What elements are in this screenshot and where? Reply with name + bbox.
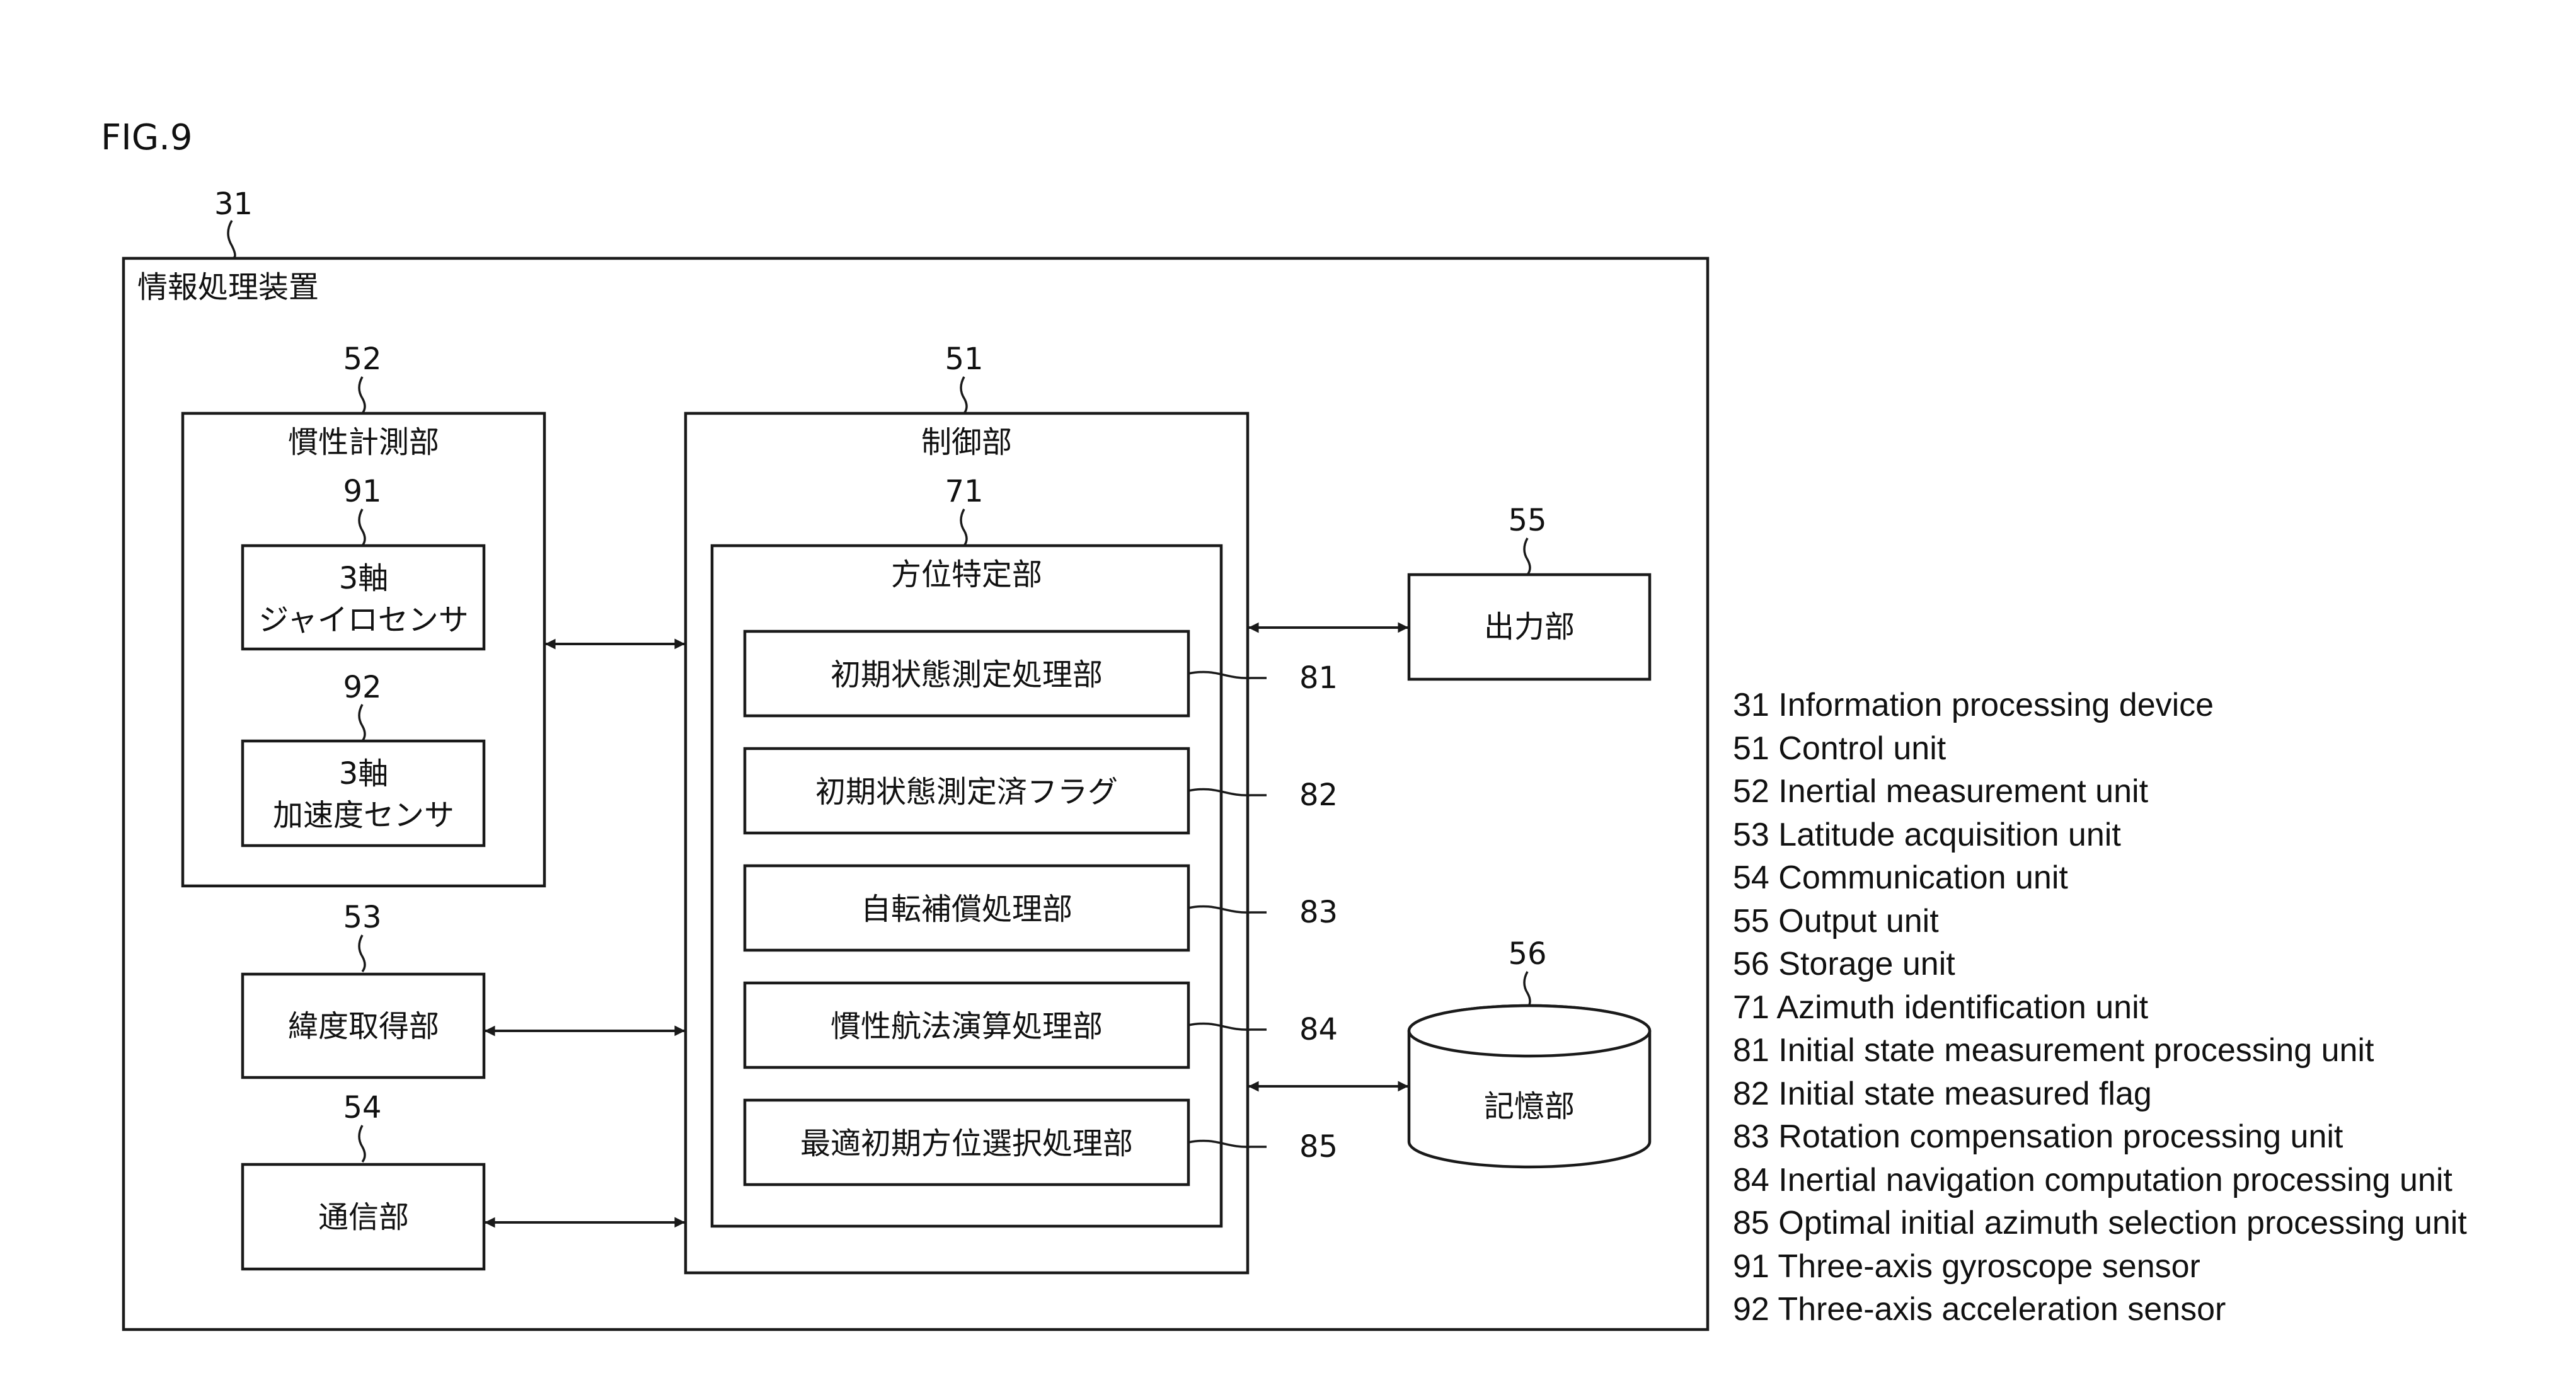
legend-item: 54 Communication unit: [1733, 859, 2068, 896]
latitude-unit-ref-leader: [358, 934, 366, 973]
azimuth-item-83: 自転補償処理部 83: [743, 864, 1338, 952]
azimuth-item-82: 初期状態測定済フラグ 82: [743, 747, 1338, 835]
device-title: 情報処理装置: [137, 270, 319, 305]
control-unit-ref: 51: [945, 342, 983, 377]
item-leader: [1188, 905, 1267, 914]
accel-line2: 加速度センサ: [273, 798, 454, 833]
item-box: [743, 747, 1190, 835]
gyro-line1: 3軸: [339, 561, 389, 596]
comm-unit-ref-leader: [358, 1125, 366, 1163]
inertial-unit-title: 慣性計測部: [288, 425, 439, 460]
legend-item: 51 Control unit: [1733, 730, 1946, 767]
legend-item: 92 Three-axis acceleration sensor: [1733, 1291, 2226, 1328]
storage-unit-ref: 56: [1508, 936, 1546, 972]
legend-item: 85 Optimal initial azimuth selection pro…: [1733, 1205, 2467, 1241]
gyro-ref: 91: [343, 474, 381, 509]
latitude-unit-ref: 53: [343, 900, 381, 935]
item-box: [743, 981, 1190, 1069]
comm-unit-box: [241, 1163, 486, 1271]
device-ref-leader: [227, 220, 236, 260]
item-label: 初期状態測定済フラグ: [815, 774, 1118, 810]
legend-item: 55 Output unit: [1733, 902, 1939, 939]
item-label: 自転補償処理部: [861, 892, 1072, 927]
figure-label: FIG.9: [101, 117, 193, 158]
gyro-ref-leader: [358, 508, 366, 547]
gyro-line2: ジャイロセンサ: [258, 602, 469, 638]
legend-item: 56 Storage unit: [1733, 946, 1955, 982]
legend-item: 84 Inertial navigation computation proce…: [1733, 1161, 2452, 1198]
item-ref: 85: [1299, 1129, 1338, 1164]
item-box: [743, 864, 1190, 952]
device-ref: 31: [214, 187, 253, 222]
gyro-sensor-box: [241, 544, 486, 651]
storage-cylinder: [1407, 1004, 1652, 1169]
inertial-unit-ref: 52: [343, 342, 381, 377]
legend-item: 53 Latitude acquisition unit: [1733, 816, 2121, 853]
legend-item: 81 Initial state measurement processing …: [1733, 1032, 2374, 1069]
comm-unit-ref: 54: [343, 1090, 381, 1125]
item-label: 慣性航法演算処理部: [831, 1009, 1103, 1044]
azimuth-item-81: 初期状態測定処理部 81: [743, 629, 1338, 718]
item-leader: [1188, 1139, 1267, 1148]
item-label: 最適初期方位選択処理部: [800, 1126, 1133, 1161]
item-ref: 82: [1299, 778, 1338, 813]
azimuth-item-85: 最適初期方位選択処理部 85: [743, 1098, 1338, 1186]
accel-ref-leader: [358, 704, 366, 742]
storage-unit-title: 記憶部: [1484, 1089, 1575, 1124]
legend-item: 91 Three-axis gyroscope sensor: [1733, 1248, 2200, 1285]
legend-item: 52 Inertial measurement unit: [1733, 773, 2149, 810]
item-ref: 84: [1299, 1012, 1338, 1047]
item-label: 初期状態測定処理部: [831, 657, 1103, 692]
item-leader: [1188, 1022, 1267, 1031]
azimuth-unit-ref-leader: [960, 508, 968, 547]
item-leader: [1188, 670, 1267, 679]
azimuth-unit-title: 方位特定部: [891, 557, 1042, 592]
legend-item: 82 Initial state measured flag: [1733, 1075, 2152, 1112]
item-leader: [1188, 788, 1267, 796]
accel-line1: 3軸: [339, 756, 389, 791]
latitude-unit-title: 緯度取得部: [288, 1009, 439, 1044]
item-ref: 81: [1299, 660, 1338, 696]
output-unit-ref-leader: [1523, 537, 1531, 576]
output-unit-box: [1407, 573, 1652, 681]
latitude-unit-box: [241, 972, 486, 1079]
legend-item: 71 Azimuth identification unit: [1733, 989, 2149, 1026]
output-unit-title: 出力部: [1484, 609, 1575, 645]
legend-item: 31 Information processing device: [1733, 687, 2214, 723]
azimuth-unit-ref: 71: [945, 474, 983, 509]
comm-unit-title: 通信部: [318, 1200, 409, 1235]
inertial-unit-ref-leader: [358, 376, 366, 415]
control-unit-ref-leader: [960, 376, 968, 415]
cylinder-top: [1407, 1004, 1652, 1058]
accel-ref: 92: [343, 670, 381, 705]
output-unit-ref: 55: [1508, 503, 1546, 538]
legend-item: 83 Rotation compensation processing unit: [1733, 1118, 2343, 1155]
azimuth-item-84: 慣性航法演算処理部 84: [743, 981, 1338, 1069]
reference-legend: 31 Information processing device 51 Cont…: [1733, 684, 2467, 1331]
control-unit-title: 制御部: [921, 425, 1012, 460]
accel-sensor-box: [241, 739, 486, 847]
item-ref: 83: [1299, 895, 1338, 930]
